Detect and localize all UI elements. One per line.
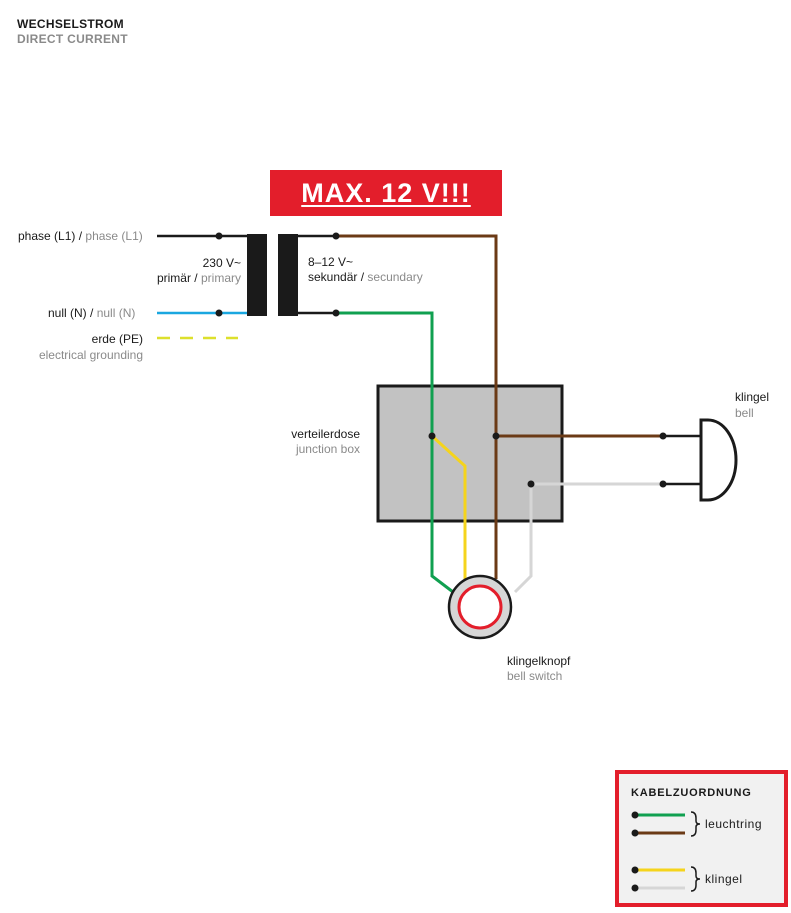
transformer-secondary-core bbox=[278, 234, 298, 316]
grey-wire bbox=[513, 482, 663, 594]
legend-green-dot bbox=[631, 811, 639, 819]
bell-top-node bbox=[659, 432, 667, 440]
secondary-bottom-node bbox=[332, 309, 340, 317]
voltage-warning-banner: MAX. 12 V!!! bbox=[270, 170, 502, 216]
secondary-label: 8–12 V~sekundär / secundary bbox=[308, 255, 423, 284]
bell-symbol bbox=[699, 418, 738, 502]
brown-splice-node bbox=[492, 432, 500, 440]
earth-label: erde (PE)electrical grounding bbox=[38, 332, 143, 362]
legend-label-klingel: klingel bbox=[705, 872, 743, 886]
phase-label: phase (L1) / phase (L1) bbox=[18, 229, 143, 243]
legend-title: KABELZUORDNUNG bbox=[631, 787, 752, 799]
diagram-subtitle: DIRECT CURRENT bbox=[17, 32, 128, 46]
cable-legend: KABELZUORDNUNG leuchtring klingel bbox=[615, 770, 788, 907]
legend-label-leuchtring: leuchtring bbox=[705, 817, 763, 831]
green-yellow-splice-node bbox=[428, 432, 436, 440]
junction-box bbox=[376, 384, 564, 523]
legend-brace-2 bbox=[690, 866, 701, 892]
legend-swatches bbox=[631, 811, 701, 892]
null-label: null (N) / null (N) bbox=[48, 306, 136, 320]
phase-node bbox=[215, 232, 223, 240]
legend-brace-1 bbox=[690, 811, 701, 837]
secondary-top-node bbox=[332, 232, 340, 240]
null-node bbox=[215, 309, 223, 317]
diagram-title: WECHSELSTROM bbox=[17, 17, 124, 31]
yellow-wire bbox=[430, 434, 467, 582]
bell-bottom-node bbox=[659, 480, 667, 488]
bell-switch-ring bbox=[457, 584, 503, 630]
grey-splice-node bbox=[527, 480, 535, 488]
primary-label: 230 V~primär / primary bbox=[156, 256, 241, 285]
legend-yellow-dot bbox=[631, 866, 639, 874]
brown-wire bbox=[336, 234, 498, 579]
transformer-primary-core bbox=[247, 234, 267, 316]
legend-brown-dot bbox=[631, 829, 639, 837]
green-wire bbox=[336, 311, 454, 594]
legend-grey-dot bbox=[631, 884, 639, 892]
